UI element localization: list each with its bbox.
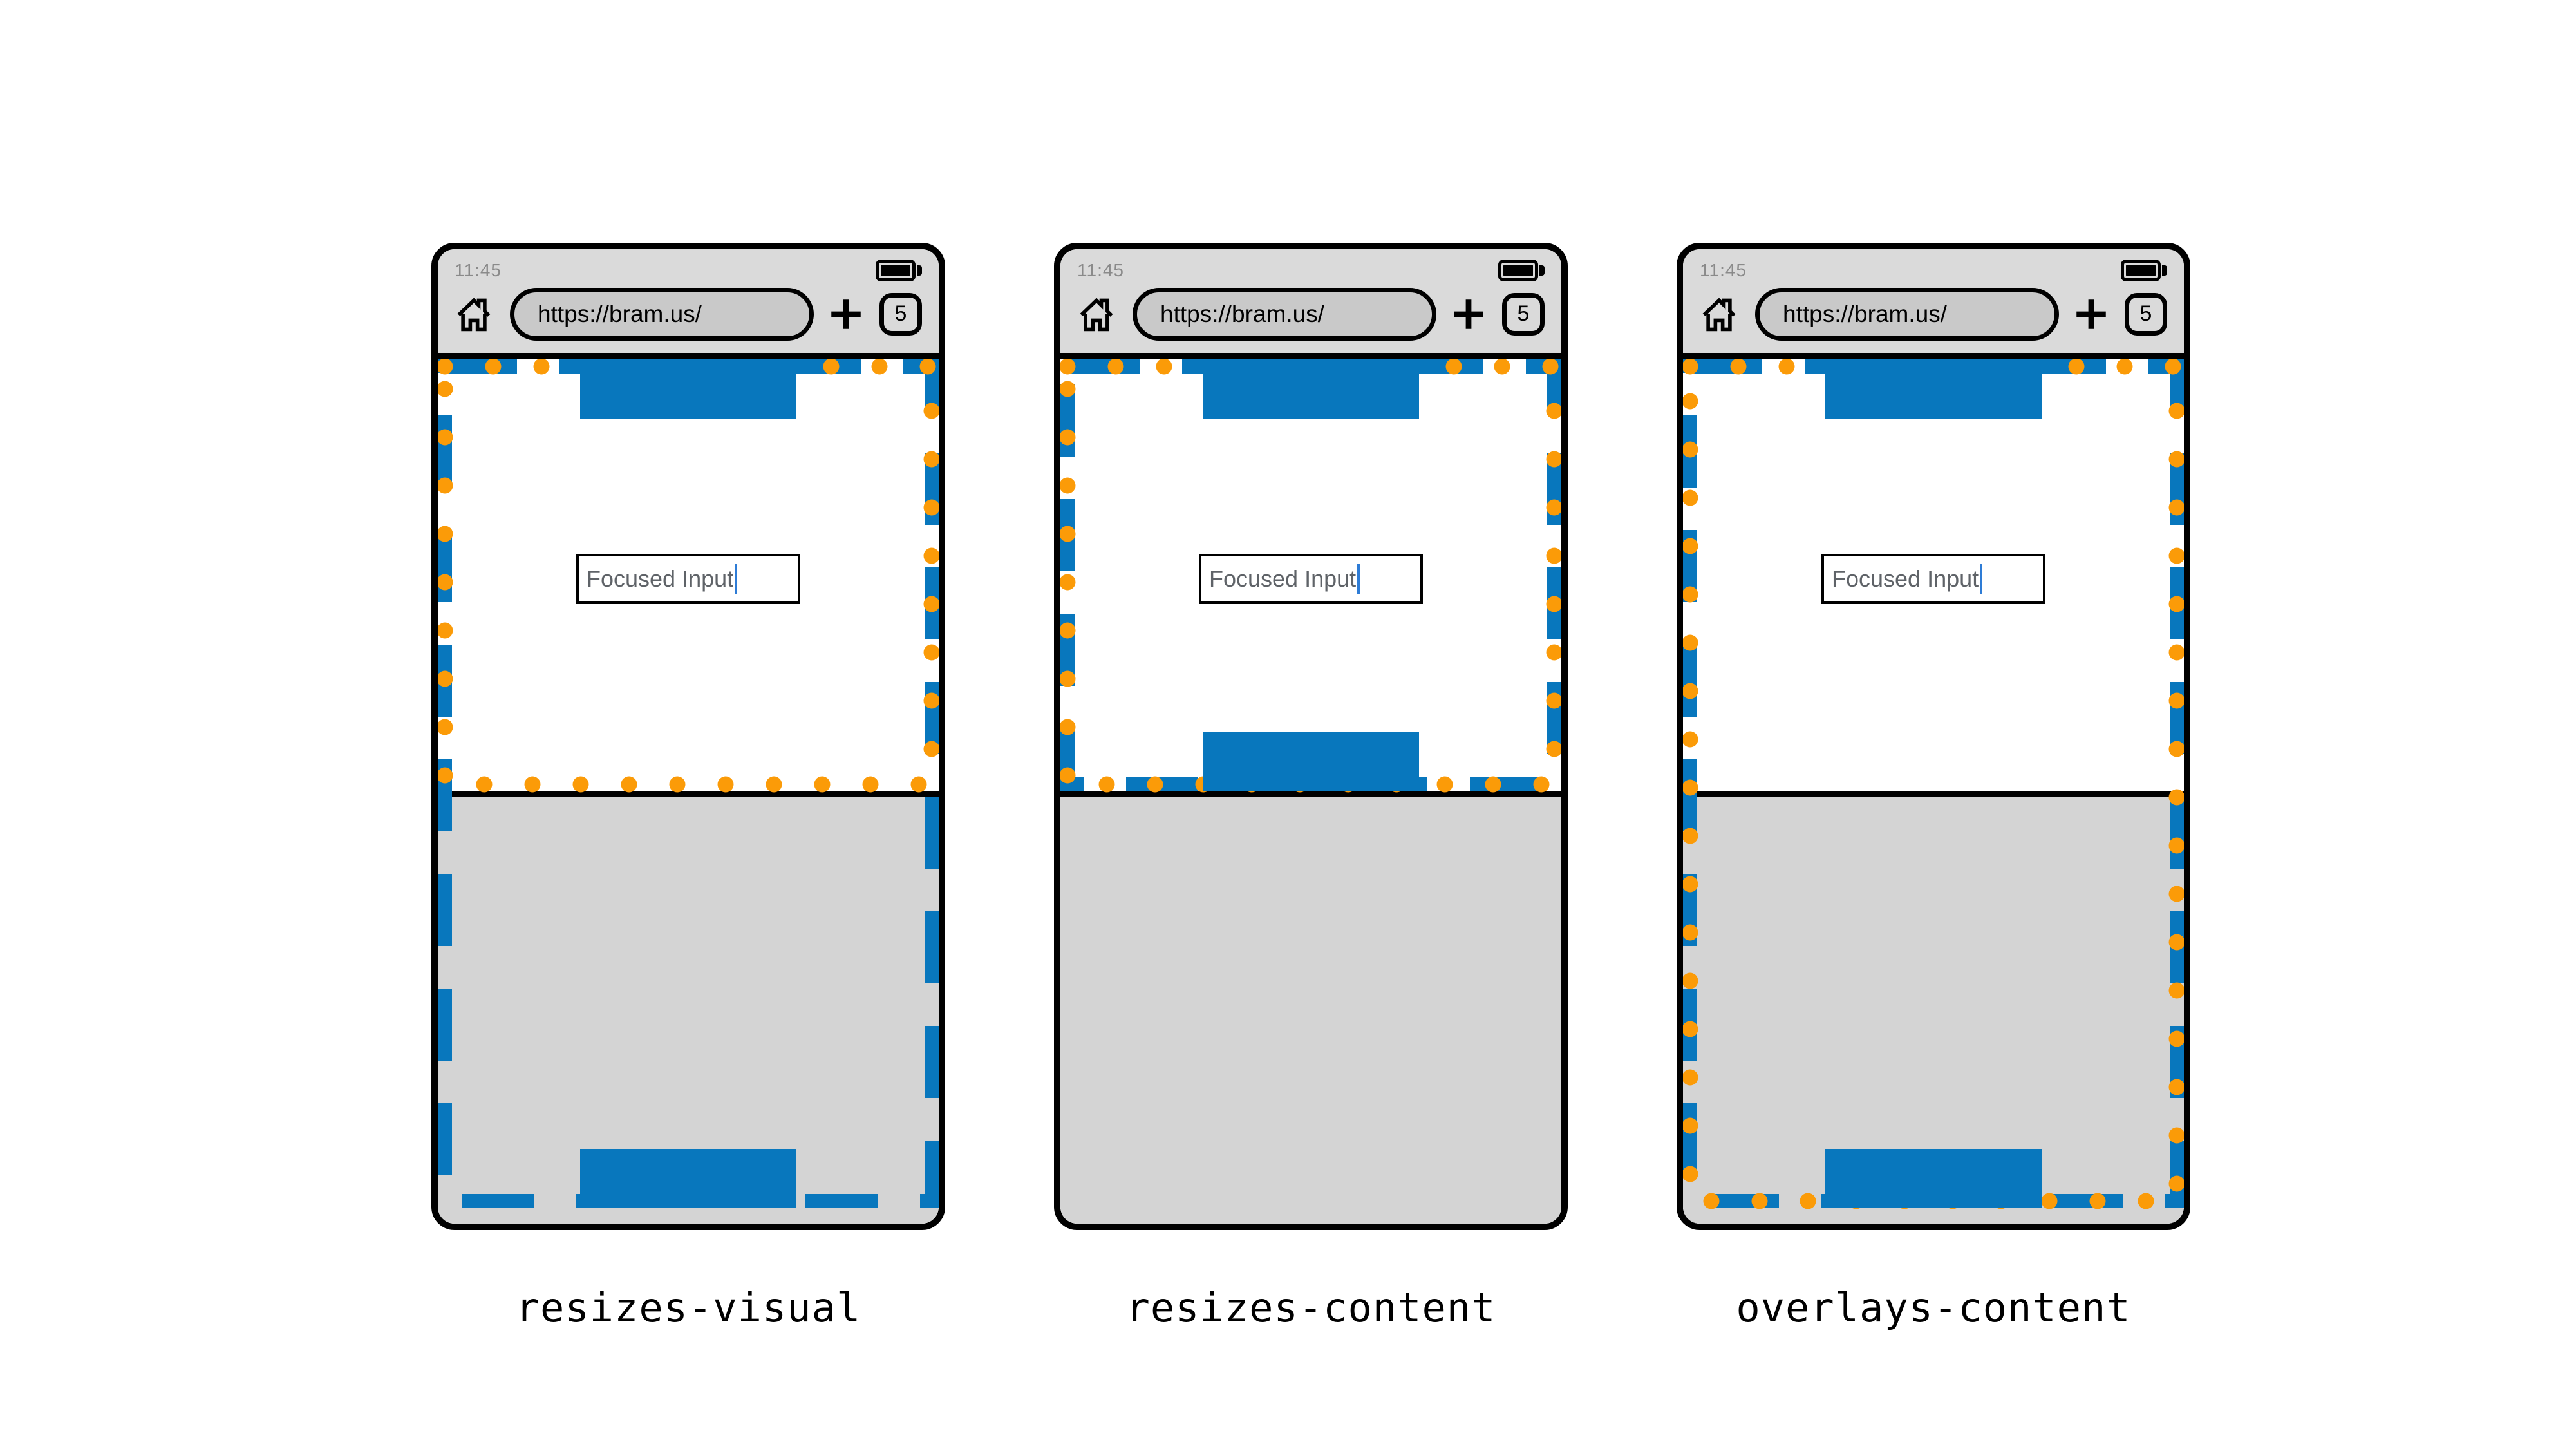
input-value: Focused Input bbox=[587, 565, 734, 592]
tab-counter-button[interactable]: 5 bbox=[879, 292, 922, 336]
phone-frame: 11:45 https://bram.us/ bbox=[431, 243, 945, 1230]
url-bar[interactable]: https://bram.us/ bbox=[1133, 287, 1436, 341]
browser-toolbar: https://bram.us/ 5 bbox=[1700, 284, 2167, 353]
home-icon[interactable] bbox=[455, 295, 493, 334]
virtual-keyboard-area bbox=[1060, 791, 1561, 1224]
home-icon[interactable] bbox=[1077, 295, 1116, 334]
status-time: 11:45 bbox=[455, 260, 502, 280]
variant-label: resizes-content bbox=[1125, 1284, 1496, 1331]
browser-toolbar: https://bram.us/ 5 bbox=[1077, 284, 1545, 353]
page-header-block bbox=[1203, 359, 1419, 419]
focused-input[interactable]: Focused Input bbox=[1821, 554, 2045, 604]
page-header-block bbox=[1825, 359, 2042, 419]
browser-toolbar: https://bram.us/ 5 bbox=[455, 284, 922, 353]
url-text: https://bram.us/ bbox=[1160, 300, 1324, 327]
tab-count: 5 bbox=[2139, 301, 2152, 326]
status-bar: 11:45 bbox=[1077, 257, 1545, 284]
new-tab-icon[interactable] bbox=[2073, 296, 2109, 332]
url-bar[interactable]: https://bram.us/ bbox=[1755, 287, 2059, 341]
status-bar: 11:45 bbox=[1700, 257, 2167, 284]
input-value: Focused Input bbox=[1832, 565, 1979, 592]
phone-column-overlays-content: 11:45 https://bram.us/ bbox=[1677, 243, 2190, 1331]
phone-column-resizes-content: 11:45 https://bram.us/ bbox=[1054, 243, 1568, 1331]
phone-column-resizes-visual: 11:45 https://bram.us/ bbox=[431, 243, 945, 1331]
new-tab-icon[interactable] bbox=[828, 296, 864, 332]
new-tab-icon[interactable] bbox=[1451, 296, 1487, 332]
url-text: https://bram.us/ bbox=[1783, 300, 1947, 327]
url-text: https://bram.us/ bbox=[538, 300, 702, 327]
text-caret bbox=[735, 564, 738, 594]
phone-frame: 11:45 https://bram.us/ bbox=[1054, 243, 1568, 1230]
url-bar[interactable]: https://bram.us/ bbox=[510, 287, 814, 341]
focused-input[interactable]: Focused Input bbox=[576, 554, 800, 604]
page-footer-block bbox=[1825, 1149, 2042, 1208]
tab-count: 5 bbox=[1517, 301, 1530, 326]
status-time: 11:45 bbox=[1700, 260, 1747, 280]
browser-chrome: 11:45 https://bram.us/ bbox=[1060, 249, 1561, 359]
phone-frame: 11:45 https://bram.us/ bbox=[1677, 243, 2190, 1230]
status-bar: 11:45 bbox=[455, 257, 922, 284]
tab-counter-button[interactable]: 5 bbox=[1502, 292, 1545, 336]
input-value: Focused Input bbox=[1209, 565, 1357, 592]
home-icon[interactable] bbox=[1700, 295, 1738, 334]
page-screen: Focused Input bbox=[1060, 359, 1561, 1224]
text-caret bbox=[1980, 564, 1983, 594]
tab-count: 5 bbox=[894, 301, 907, 326]
battery-icon bbox=[876, 260, 922, 281]
browser-chrome: 11:45 https://bram.us/ bbox=[438, 249, 939, 359]
page-screen: Focused Input bbox=[438, 359, 939, 1224]
browser-chrome: 11:45 https://bram.us/ bbox=[1683, 249, 2184, 359]
text-caret bbox=[1357, 564, 1360, 594]
page-screen: Focused Input bbox=[1683, 359, 2184, 1224]
page-footer-block bbox=[1203, 732, 1419, 791]
status-time: 11:45 bbox=[1077, 260, 1124, 280]
variant-label: resizes-visual bbox=[515, 1284, 861, 1331]
variant-label: overlays-content bbox=[1736, 1284, 2131, 1331]
battery-icon bbox=[1498, 260, 1545, 281]
tab-counter-button[interactable]: 5 bbox=[2125, 292, 2167, 336]
page-footer-block bbox=[580, 1149, 796, 1208]
page-header-block bbox=[580, 359, 796, 419]
battery-icon bbox=[2121, 260, 2167, 281]
focused-input[interactable]: Focused Input bbox=[1199, 554, 1423, 604]
